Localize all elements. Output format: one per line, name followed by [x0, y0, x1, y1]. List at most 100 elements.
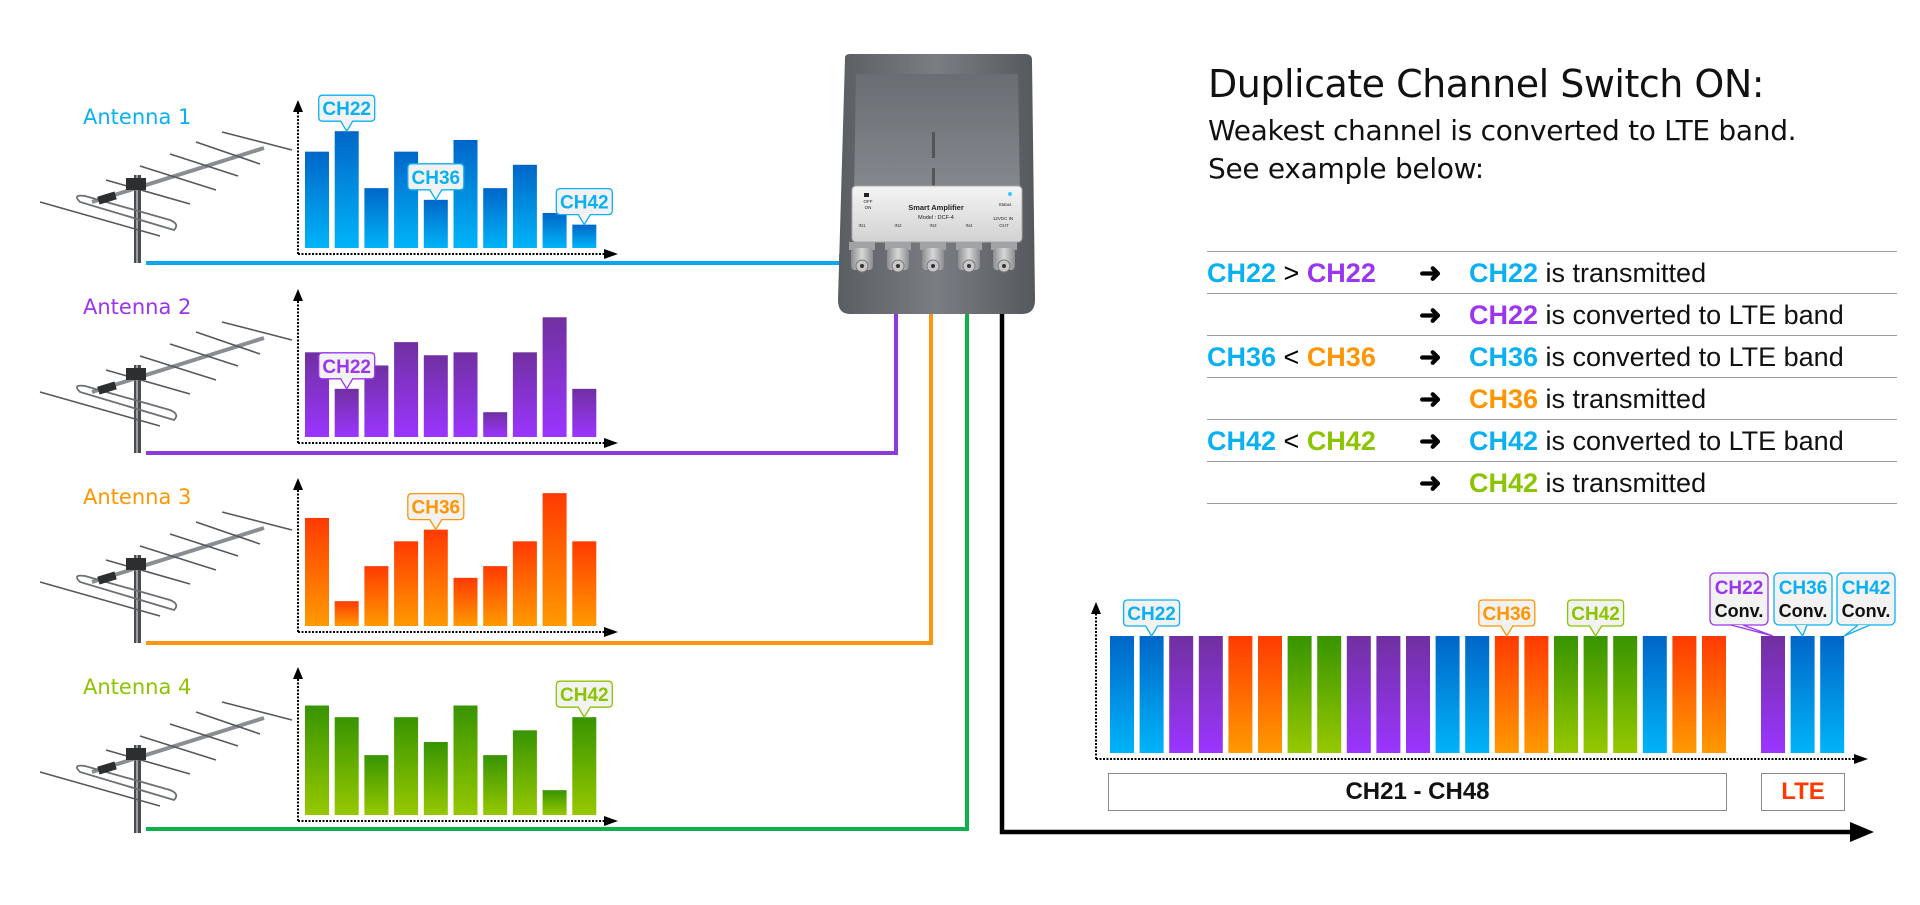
y-axis-arrow-icon	[293, 478, 303, 490]
device-label-plate	[851, 185, 1023, 243]
signal-bar	[483, 566, 508, 626]
channel-bar-green	[1583, 636, 1608, 753]
result-channel: CH42	[1469, 426, 1539, 456]
signal-bar	[453, 139, 478, 248]
director	[169, 533, 239, 557]
port-label: IN2	[894, 223, 902, 228]
output-signal-line	[999, 268, 1858, 835]
rule-result: CH42 is converted to LTE band	[1469, 426, 1844, 457]
signal-bar	[572, 224, 597, 248]
dipole	[76, 384, 178, 422]
director	[139, 165, 217, 191]
signal-bar	[483, 188, 508, 248]
boom	[91, 526, 265, 584]
channel-callout: CH42	[1566, 599, 1625, 638]
device-name: Smart Amplifier	[908, 203, 964, 212]
signal-bar	[423, 199, 448, 248]
x-axis-arrow-icon	[604, 249, 618, 259]
status-label: Status	[999, 202, 1013, 207]
director	[169, 153, 239, 177]
x-axis-arrow-icon	[604, 816, 618, 826]
arrow-head-icon	[1850, 822, 1874, 842]
antenna-3-icon	[39, 511, 293, 643]
main-band-range-label: CH21 - CH48	[1108, 773, 1727, 811]
channel-bar-orange	[1524, 636, 1549, 753]
signal-bar	[423, 742, 448, 815]
callout-conv: Conv.	[1715, 601, 1764, 621]
channel-callout: CH42	[555, 680, 613, 719]
signal-bar	[542, 317, 567, 437]
director	[105, 369, 191, 395]
channel-bar-orange	[1702, 636, 1726, 753]
channel-bar-orange	[1258, 636, 1282, 753]
subtitle-line-2: See example below:	[1208, 152, 1484, 185]
arrow-right-icon: ➜	[1419, 300, 1442, 330]
switch-off-label: OFF	[864, 199, 873, 204]
director	[39, 391, 161, 427]
balun	[97, 571, 117, 585]
rule-condition: CH22 > CH22	[1207, 258, 1376, 289]
callout-text: CH22	[322, 99, 371, 120]
director	[139, 355, 217, 381]
antenna-2-icon	[39, 321, 293, 453]
channel-bar-green	[1613, 636, 1638, 753]
callout-channel: CH22	[1715, 578, 1764, 599]
rule-result: CH36 is transmitted	[1469, 384, 1706, 415]
channel-bar-green	[1554, 636, 1578, 753]
lte-bar-purple	[1761, 636, 1785, 753]
director	[169, 343, 239, 367]
signal-bar	[394, 717, 419, 815]
director	[105, 559, 191, 585]
y-axis-arrow-icon	[293, 289, 303, 301]
dipole	[76, 574, 178, 612]
signal-bar	[394, 342, 419, 437]
signal-bar	[483, 412, 508, 437]
channel-callout: CH36	[407, 163, 465, 202]
balun	[97, 761, 117, 775]
callout-bubble	[555, 187, 613, 226]
antenna-4-icon	[39, 701, 293, 833]
channel-callout: CH22	[318, 94, 376, 133]
signal-line-antenna-4	[146, 286, 969, 831]
callout-conv: Conv.	[1779, 601, 1828, 621]
channel-bar-purple	[1169, 636, 1194, 753]
signal-bar	[572, 717, 597, 815]
lte-bar-blue	[1790, 636, 1815, 753]
callout-bubble	[318, 94, 376, 133]
dcf-switch[interactable]	[864, 193, 869, 197]
callout-text: CH22	[1127, 604, 1176, 625]
signal-line-antenna-2	[146, 286, 898, 455]
signal-bar	[572, 388, 597, 437]
signal-bar	[334, 717, 359, 815]
page-title: Duplicate Channel Switch ON:	[1208, 62, 1765, 106]
signal-bar	[364, 755, 389, 815]
callout-bubble	[1122, 599, 1181, 638]
channel-bar-blue	[1435, 636, 1460, 753]
signal-bar	[512, 352, 537, 437]
lte-bar-blue	[1820, 636, 1845, 753]
channel-bar-blue	[1139, 636, 1164, 753]
director	[195, 141, 261, 165]
signal-bar	[305, 705, 329, 815]
channel-bar-blue	[1465, 636, 1490, 753]
signal-bar	[305, 517, 329, 626]
other-antenna-channel: CH42	[1306, 426, 1376, 456]
callout-bubble	[407, 163, 465, 202]
other-antenna-channel: CH36	[1306, 342, 1376, 372]
channel-bar-blue	[1642, 636, 1667, 753]
balun	[97, 191, 117, 205]
power-label: 12VDC IN	[993, 216, 1013, 221]
callout-text: CH36	[412, 168, 461, 189]
callout-conv: Conv.	[1842, 601, 1891, 621]
signal-bar	[334, 388, 359, 437]
boom	[91, 146, 265, 204]
port-label: IN3	[929, 223, 937, 228]
director	[139, 735, 217, 761]
signal-bar	[453, 705, 478, 815]
result-channel: CH36	[1469, 342, 1539, 372]
callout-text: CH36	[412, 498, 461, 519]
